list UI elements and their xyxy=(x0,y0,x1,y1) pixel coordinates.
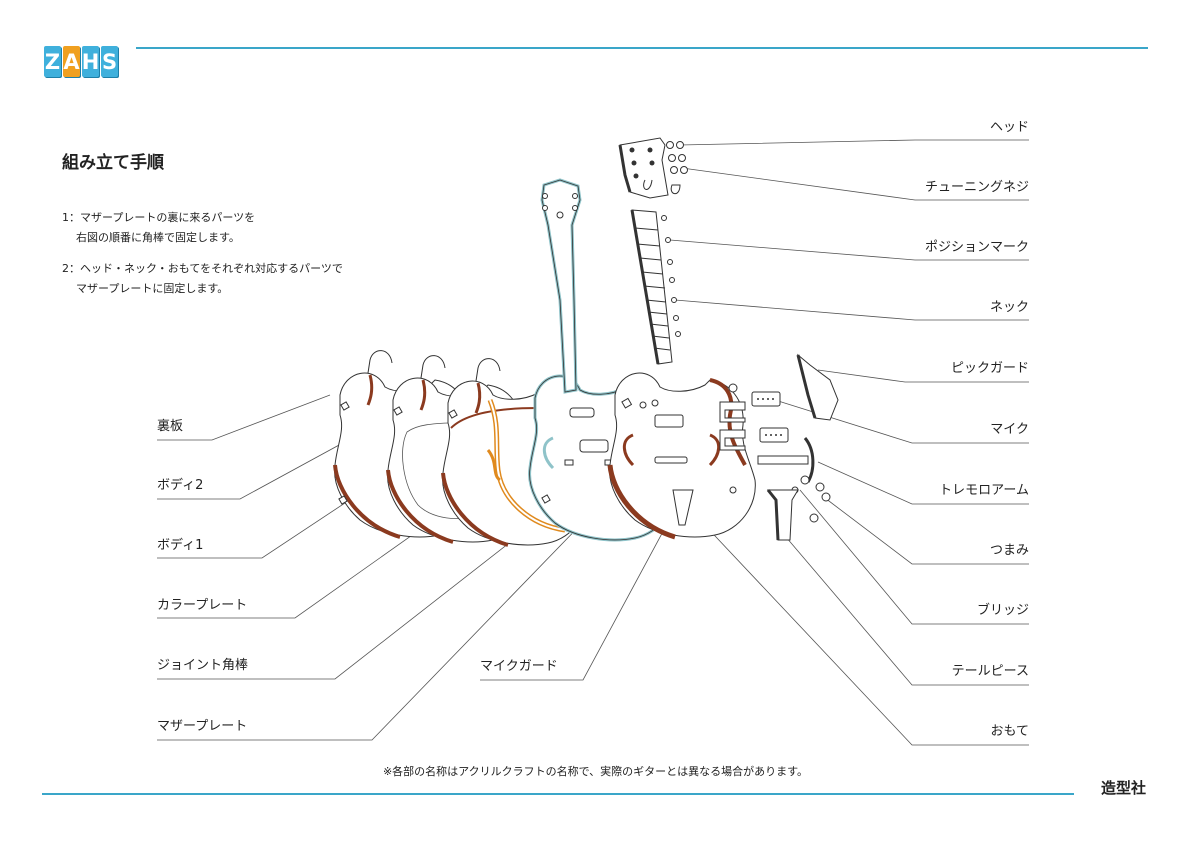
leader-line-position xyxy=(669,239,1029,261)
leader-line-mother-plate xyxy=(157,514,591,741)
bridge-tailpiece-pieces xyxy=(766,489,799,541)
mic-guard-pieces xyxy=(719,383,809,465)
body-1 xyxy=(441,358,589,547)
label-joint-bar: ジョイント角棒 xyxy=(157,658,249,673)
tremolo-arm-piece xyxy=(803,437,815,483)
label-head: ヘッド xyxy=(989,120,1029,135)
label-pickguard: ピックガード xyxy=(950,361,1029,376)
leader-line-knob xyxy=(824,497,1029,565)
logo-letter: H xyxy=(82,46,99,77)
label-back-plate: 裏板 xyxy=(157,419,184,434)
leader-line-tremolo xyxy=(817,461,1029,505)
label-mic: マイク xyxy=(990,422,1029,437)
footer-rule xyxy=(42,793,1074,795)
label-tremolo-arm: トレモロアーム xyxy=(939,483,1029,498)
leader-line-body2 xyxy=(157,419,386,500)
leader-line-bridge xyxy=(799,489,1029,625)
step-2-line2: マザープレートに固定します。 xyxy=(76,282,229,295)
header-rule xyxy=(136,47,1148,49)
leader-line-mic-guard xyxy=(480,499,681,681)
label-tuning-screw: チューニングネジ xyxy=(924,180,1029,195)
label-front: おもて xyxy=(990,724,1029,739)
leader-line-tailpiece xyxy=(779,529,1029,686)
leader-line-neck xyxy=(674,299,1029,321)
tuning-pegs xyxy=(666,141,688,195)
leader-line-head xyxy=(679,139,1029,146)
step-1-line2: 右図の順番に角棒で固定します。 xyxy=(76,231,240,244)
label-knob: つまみ xyxy=(989,543,1029,558)
logo-letter: Z xyxy=(44,46,61,77)
label-body1: ボディ1 xyxy=(157,538,204,553)
logo-letter: S xyxy=(101,46,118,77)
label-body2: ボディ2 xyxy=(157,478,204,493)
footnote: ※各部の名称はアクリルクラフトの名称で、実際のギターとは異なる場合があります。 xyxy=(382,765,809,778)
label-position-mark: ポジションマーク xyxy=(924,240,1029,255)
leader-line-tuning xyxy=(681,167,1029,201)
position-marks xyxy=(661,215,681,337)
leader-line-urabon xyxy=(157,394,331,441)
label-mother-plate: マザープレート xyxy=(157,719,248,734)
color-plate xyxy=(486,399,566,533)
publisher-logo: 造型社 xyxy=(1101,779,1147,797)
label-bridge: ブリッジ xyxy=(976,603,1029,618)
zahs-logo: Z A H S xyxy=(44,46,118,77)
neck-piece xyxy=(630,209,673,365)
label-color-plate: カラープレート xyxy=(157,598,248,613)
label-neck: ネック xyxy=(989,300,1029,315)
body-front xyxy=(607,372,756,540)
step-1-line1: 1：マザープレートの裏に来るパーツを xyxy=(62,211,256,224)
pickguard-piece xyxy=(796,353,839,421)
page-title: 組み立て手順 xyxy=(62,153,164,173)
knob-pieces xyxy=(791,475,831,523)
logo-letter: A xyxy=(63,46,80,77)
leader-line-pickguard xyxy=(817,369,1029,383)
label-mic-guard: マイクガード xyxy=(480,659,558,674)
label-tailpiece: テールピース xyxy=(951,664,1029,679)
mother-plate-neck xyxy=(540,178,582,394)
body-back-plate xyxy=(333,350,481,539)
leader-lines-right xyxy=(669,139,1029,746)
mic-pieces xyxy=(751,391,789,443)
step-1: 1：マザープレートの裏に来るパーツを 右図の順番に角棒で固定します。 xyxy=(62,208,255,248)
leader-line-joint xyxy=(157,514,546,680)
step-2-line1: 2：ヘッド・ネック・おもてをそれぞれ対応するパーツで xyxy=(62,262,343,275)
head-piece xyxy=(618,137,669,199)
leader-line-front xyxy=(699,519,1029,746)
step-2: 2：ヘッド・ネック・おもてをそれぞれ対応するパーツで マザープレートに固定します… xyxy=(62,259,343,299)
